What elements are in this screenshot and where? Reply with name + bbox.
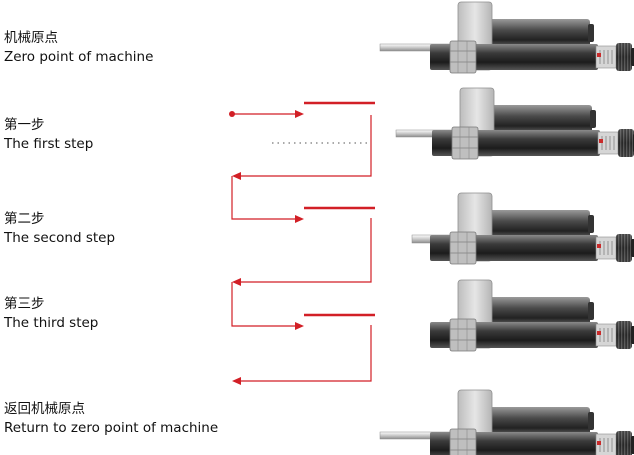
- actuator-third: [429, 279, 634, 352]
- actuator-first: [395, 87, 634, 160]
- step-en: The third step: [4, 315, 99, 331]
- step-label-second: 第二步 The second step: [4, 210, 115, 248]
- linear-actuator-icon: [429, 1, 634, 74]
- step-label-return: 返回机械原点 Return to zero point of machine: [4, 400, 218, 438]
- linear-actuator-icon: [429, 279, 634, 352]
- step-label-zero: 机械原点 Zero point of machine: [4, 29, 153, 67]
- step-en: The first step: [4, 136, 94, 152]
- linear-actuator-icon: [431, 87, 634, 160]
- step-label-first: 第一步 The first step: [4, 116, 93, 154]
- actuator-second: [411, 192, 634, 265]
- linear-actuator-icon: [429, 389, 634, 455]
- step-zh: 第三步: [4, 296, 45, 312]
- step-en: Return to zero point of machine: [4, 420, 219, 436]
- step-en: Zero point of machine: [4, 49, 154, 65]
- actuator-return: [379, 389, 634, 455]
- red-arrow-flow: [229, 101, 375, 385]
- step-zh: 第二步: [4, 211, 45, 227]
- linear-actuator-icon: [429, 192, 634, 265]
- step-en: The second step: [4, 230, 116, 246]
- step-zh: 第一步: [4, 117, 45, 133]
- step-zh: 返回机械原点: [4, 401, 85, 417]
- actuator-zero: [379, 1, 634, 74]
- step-label-third: 第三步 The third step: [4, 295, 98, 333]
- step-zh: 机械原点: [4, 30, 58, 46]
